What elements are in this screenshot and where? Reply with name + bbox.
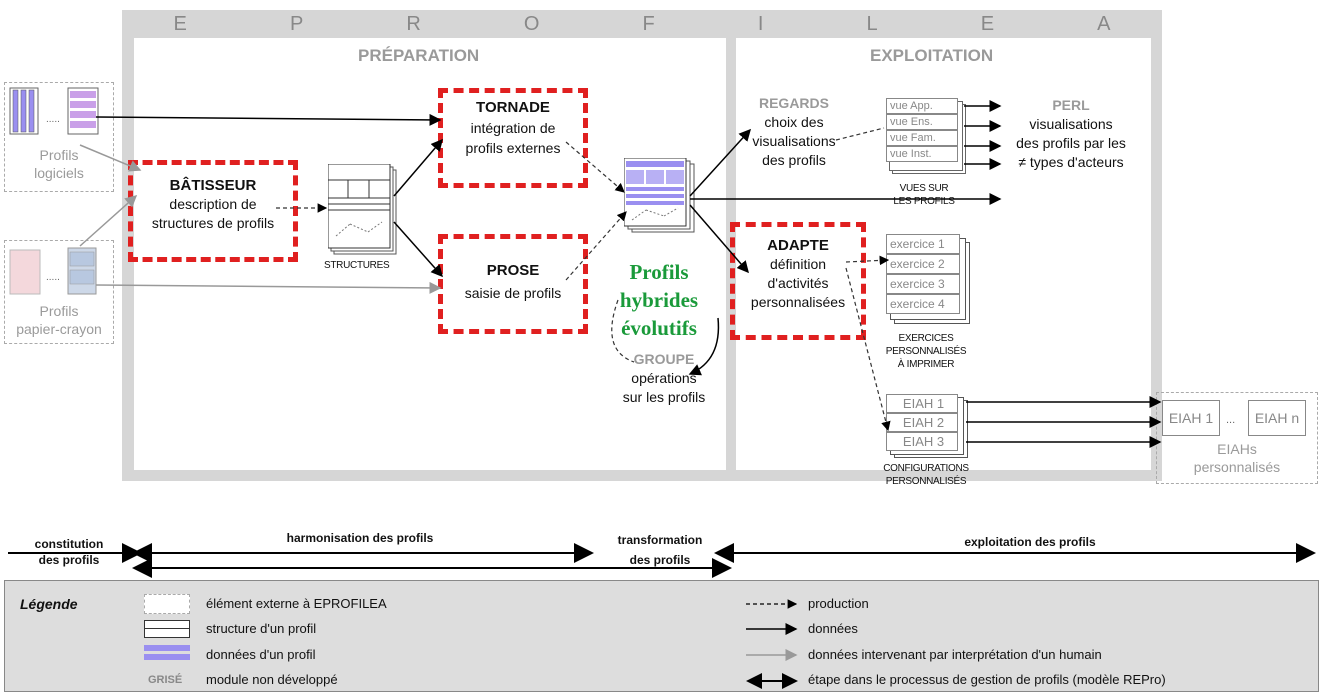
- title-letter: O: [523, 12, 540, 35]
- svg-text:.....: .....: [46, 114, 60, 125]
- profils-papier-label: Profils papier-crayon: [16, 303, 102, 337]
- batisseur-module: [128, 160, 298, 262]
- vue-item: vue Inst.: [886, 146, 958, 162]
- eiah-1-box: EIAH 1: [1162, 400, 1220, 436]
- hybrid-profiles-icon: [624, 158, 695, 233]
- exercices-label: EXERCICES PERSONNALISÉS À IMPRIMER: [885, 333, 967, 370]
- stage-harmonisation: harmonisation des profils: [286, 531, 434, 545]
- exercices-stack: exercice 1 exercice 2 exercice 3 exercic…: [886, 234, 970, 324]
- profils-papier-box: [4, 240, 114, 344]
- eiahs-label: EIAHs personnalisés: [1193, 441, 1281, 475]
- title-letter: R: [406, 12, 421, 35]
- title-letter: I: [757, 12, 764, 35]
- adapte-module: [730, 222, 866, 340]
- groupe-text: GROUPE opérations sur les profils: [622, 351, 706, 405]
- exercice-item: exercice 3: [886, 274, 960, 294]
- title-letter: E: [173, 12, 187, 35]
- legend-item-data: données d'un profil: [206, 647, 316, 662]
- legend-external-swatch: [144, 594, 190, 614]
- eiah-n-box: EIAH n: [1248, 400, 1306, 436]
- profils-logiciels-box: [4, 82, 114, 192]
- title-letter: A: [1097, 12, 1111, 35]
- exercice-item: exercice 2: [886, 254, 960, 274]
- tornade-text: TORNADE intégration de profils externes: [465, 99, 561, 156]
- vue-item: vue Ens.: [886, 114, 958, 130]
- stage-constitution: constitution des profils: [34, 537, 104, 567]
- regards-text: REGARDS choix des visualisations des pro…: [752, 95, 836, 168]
- adapte-text: ADAPTE définition d'activités personnali…: [750, 237, 846, 310]
- vue-item: vue Fam.: [886, 130, 958, 146]
- eiahs-dots: ...: [1226, 414, 1236, 426]
- exercice-item: exercice 4: [886, 294, 960, 314]
- preparation-panel: [134, 38, 726, 470]
- profils-logiciels-label: Profils logiciels: [34, 147, 84, 181]
- legend-grise-swatch: GRISÉ: [148, 674, 183, 686]
- stage-arrows: [8, 543, 1316, 578]
- legend-item-module: module non développé: [206, 672, 338, 687]
- legend-item-structure: structure d'un profil: [206, 621, 317, 636]
- svg-text:.....: .....: [46, 272, 60, 283]
- structures-label: STRUCTURES: [324, 260, 390, 271]
- structures-icon: [328, 164, 397, 255]
- legend-arrow-icons: [746, 599, 798, 689]
- configurations-label: CONFIGURATIONS PERSONNALISÉS: [883, 463, 969, 487]
- vue-item: vue App.: [886, 98, 958, 114]
- eprofilea-title: E P R O F I L E A: [122, 10, 1162, 38]
- eiah-item: EIAH 1: [886, 394, 958, 413]
- eiah-stack: EIAH 1 EIAH 2 EIAH 3: [886, 394, 968, 458]
- legend-title: Légende: [20, 596, 78, 612]
- tornade-module: [438, 88, 588, 188]
- flow-arrows: [79, 100, 1162, 448]
- title-letter: F: [642, 12, 655, 35]
- vues-label: VUES SUR LES PROFILS: [893, 183, 955, 207]
- batisseur-text: BÂTISSEUR description de structures de p…: [151, 177, 275, 231]
- legend-structure-swatch: [144, 620, 190, 638]
- legend-data-swatch: [144, 645, 190, 663]
- vues-stack: vue App. vue Ens. vue Fam. vue Inst.: [886, 98, 966, 174]
- legend-arrow-production: production: [808, 596, 869, 611]
- software-profile-icons: .....: [9, 87, 99, 135]
- paper-profile-icons: .....: [9, 247, 97, 295]
- title-letter: E: [980, 12, 995, 35]
- legend-arrow-donnees: données: [808, 621, 858, 636]
- eiah-item: EIAH 2: [886, 413, 958, 432]
- exercice-item: exercice 1: [886, 234, 960, 254]
- perl-text: PERL visualisations des profils par les …: [1016, 97, 1126, 170]
- preparation-heading: PRÉPARATION: [358, 46, 480, 65]
- legend-item-external: élément externe à EPROFILEA: [206, 596, 387, 611]
- prose-text: PROSE saisie de profils: [464, 262, 562, 301]
- legend-arrow-humain: données intervenant par interprétation d…: [808, 647, 1102, 662]
- eiah-item: EIAH 3: [886, 432, 958, 451]
- title-letter: L: [866, 12, 878, 35]
- exploitation-heading: EXPLOITATION: [870, 46, 994, 65]
- legend-arrow-etape: étape dans le processus de gestion de pr…: [808, 672, 1166, 687]
- title-letter: P: [289, 12, 304, 35]
- profils-hybrides-label: Profils hybrides évolutifs: [619, 260, 699, 340]
